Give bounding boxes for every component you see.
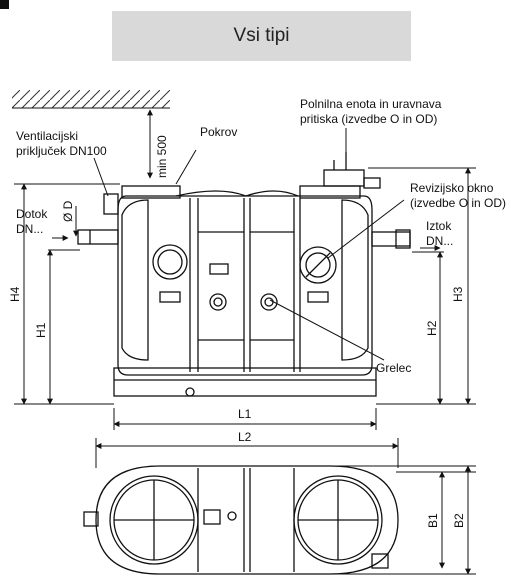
- revision-label-line1: Revizijsko okno: [410, 181, 494, 195]
- dimension-h3: H3: [451, 286, 465, 302]
- dimension-l2: L2: [238, 430, 252, 444]
- inlet-label-line1: Dotok: [16, 207, 48, 221]
- ventilation-label-line1: Ventilacijski: [16, 129, 78, 143]
- corner-mark: [0, 0, 9, 9]
- outlet-label-line1: Iztok: [426, 219, 452, 233]
- dimension-h1: H1: [34, 322, 48, 338]
- filling-label-line2: pritiska (izvedbe O in OD): [300, 112, 437, 126]
- dimension-h2: H2: [425, 320, 439, 336]
- tank-side-view: [77, 152, 411, 397]
- ventilation-label-line2: priključek DN100: [16, 144, 107, 158]
- dimension-b2: B2: [452, 513, 466, 528]
- inlet-label-line2: DN...: [16, 222, 43, 236]
- header-bar: Vsi tipi: [112, 11, 411, 61]
- filling-label-line1: Polnilna enota in uravnava: [300, 97, 442, 111]
- dimension-h4: H4: [8, 286, 22, 302]
- leader-lines: [93, 128, 405, 361]
- side-dimension-lines: [14, 167, 476, 468]
- header-title: Vsi tipi: [233, 25, 290, 46]
- diameter-label: Ø D: [61, 200, 75, 222]
- min-clearance-label: min 500: [155, 135, 169, 178]
- dimension-b1: B1: [426, 513, 440, 528]
- tank-top-view: [83, 465, 399, 575]
- ceiling-hatch: [12, 90, 170, 109]
- dimension-l1: L1: [238, 407, 252, 421]
- revision-label-line2: (izvedbe O in OD): [410, 196, 506, 210]
- outlet-label-line2: DN...: [426, 234, 453, 248]
- pokrov-label: Pokrov: [200, 125, 237, 139]
- grelec-label: Grelec: [376, 361, 411, 375]
- top-dimension-lines: [330, 465, 476, 575]
